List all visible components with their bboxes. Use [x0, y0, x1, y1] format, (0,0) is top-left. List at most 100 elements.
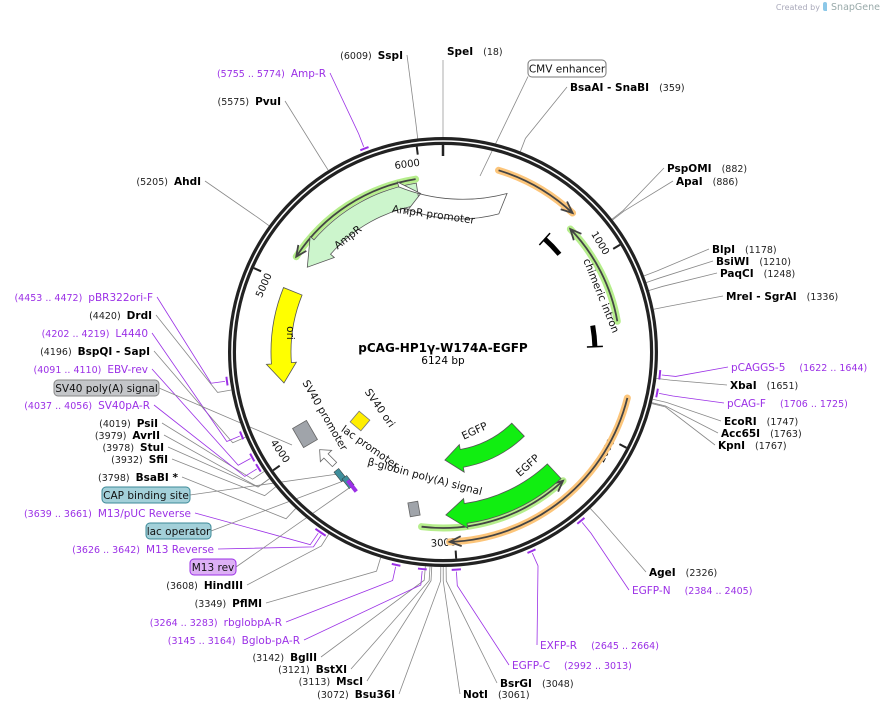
enzyme-site-label[interactable]: (3142)BglII	[252, 652, 317, 664]
enzyme-position: (1763)	[770, 429, 802, 440]
primer-label[interactable]: (4037 .. 4056)SV40pA-R	[24, 400, 150, 412]
enzyme-site-label[interactable]: PaqCI(1248)	[720, 268, 795, 280]
enzyme-site-label[interactable]: (5205)AhdI	[136, 176, 201, 188]
primer-mark	[576, 517, 586, 525]
enzyme-site-label[interactable]: KpnI(1767)	[718, 440, 787, 452]
primer-connector	[156, 296, 226, 384]
primer-connector	[329, 72, 365, 147]
enzyme-site-label[interactable]: (3932)SfiI	[111, 454, 168, 466]
enzyme-site-label[interactable]: (3979)AvrII	[95, 430, 160, 442]
enzyme-name: Acc65I	[721, 428, 760, 440]
primer-connector	[658, 393, 725, 404]
primer-range: (5755 .. 5774)	[217, 69, 285, 80]
enzyme-site-label[interactable]: (3121)BstXI	[278, 664, 347, 676]
enzyme-name: BspQI - SapI	[78, 346, 150, 358]
primer-name: EGFP-C	[512, 660, 550, 672]
enzyme-name: SpeI	[447, 46, 473, 58]
primer-label[interactable]: (3626 .. 3642)M13 Reverse	[72, 544, 214, 556]
enzyme-site-label[interactable]: (4420) DrdI	[89, 310, 152, 322]
ring-tick-label: 5000	[254, 272, 274, 300]
primer-label[interactable]: pCAGGS-5(1622 .. 1644)	[731, 362, 867, 374]
enzyme-name: SspI	[378, 50, 403, 62]
primer-connector	[153, 404, 257, 477]
enzyme-connector	[442, 566, 461, 695]
plasmid-name: pCAG-HP1γ-W174A-EGFP	[358, 341, 528, 355]
enzyme-site-label[interactable]: MreI - SgrAI(1336)	[726, 291, 838, 303]
enzyme-site-label[interactable]: (3072)Bsu36I	[317, 689, 395, 701]
enzyme-site-label[interactable]: (3113)MscI	[299, 676, 363, 688]
enzyme-name: XbaI	[730, 380, 757, 392]
primer-label[interactable]: EGFP-C(2992 .. 3013)	[512, 660, 632, 672]
primer-mark	[359, 146, 369, 152]
feature-connector	[158, 387, 293, 446]
primer-label[interactable]: (3639 .. 3661)M13/pUC Reverse	[24, 508, 191, 520]
watermark-brand: SnapGene	[831, 2, 880, 13]
watermark-prefix: Created by	[775, 3, 820, 12]
enzyme-site-label[interactable]: (5575)PvuI	[217, 96, 281, 108]
primer-name: EXFP-R	[540, 640, 577, 652]
primer-mark	[417, 567, 427, 571]
enzyme-position: (4420)	[89, 311, 121, 322]
primer-label[interactable]: EXFP-R(2645 .. 2664)	[540, 640, 659, 652]
enzyme-site-label[interactable]: ApaI(886)	[676, 176, 738, 188]
enzyme-site-label[interactable]: BsrGI(3048)	[500, 678, 574, 690]
enzyme-site-label[interactable]: (4196)BspQI - SapI	[40, 346, 150, 358]
feature-box-label[interactable]: CMV enhancer	[529, 64, 606, 76]
primer-label[interactable]: (5755 .. 5774)Amp-R	[217, 68, 326, 80]
feature-ampr-arrow	[306, 182, 421, 268]
enzyme-connector	[163, 434, 270, 488]
feature-beta-globin-polya	[407, 500, 421, 518]
enzyme-name: PsiI	[137, 418, 158, 430]
feature-box-label[interactable]: M13 rev	[192, 562, 235, 574]
enzyme-connector	[648, 272, 718, 291]
enzyme-name: BsaBI *	[136, 472, 179, 484]
enzyme-site-label[interactable]: AgeI(2326)	[649, 567, 717, 579]
enzyme-site-label[interactable]: Acc65I (1763)	[721, 428, 802, 440]
enzyme-site-label[interactable]: (3608)HindIII	[166, 580, 243, 592]
enzyme-site-label[interactable]: PspOMI(882)	[667, 163, 747, 175]
primer-label[interactable]: EGFP-N(2384 .. 2405)	[632, 585, 752, 597]
enzyme-connector	[204, 180, 270, 227]
primer-label[interactable]: (4453 .. 4472)pBR322ori-F	[14, 292, 153, 304]
enzyme-site-label[interactable]: BsaAI - SnaBI(359)	[570, 82, 685, 94]
feature-box-label[interactable]: SV40 poly(A) signal	[55, 383, 158, 395]
enzyme-position: (3113)	[299, 677, 331, 688]
enzyme-connector	[611, 167, 665, 220]
enzyme-name: BlpI	[712, 244, 735, 256]
enzyme-site-label[interactable]: (6009)SspI	[340, 50, 403, 62]
enzyme-name: DrdI	[127, 310, 152, 322]
feature-box-label[interactable]: lac operator	[147, 526, 211, 538]
feature-box-cap-binding-site	[101, 486, 191, 504]
primer-name: M13 Reverse	[146, 544, 214, 556]
feature-connector	[235, 485, 353, 568]
feature-box-label[interactable]: CAP binding site	[103, 490, 189, 502]
enzyme-position: (3142)	[252, 653, 284, 664]
primer-connector	[217, 534, 322, 550]
feature-sv40-ori	[349, 410, 371, 432]
enzyme-site-label[interactable]: (3349)PflMI	[195, 598, 262, 610]
primer-range: (2384 .. 2405)	[685, 586, 753, 597]
enzyme-site-label[interactable]: NotI(3061)	[463, 689, 530, 701]
enzyme-site-label[interactable]: (3978)StuI	[102, 442, 164, 454]
primer-name: rbglobpA-R	[224, 617, 282, 629]
enzyme-site-label[interactable]: (3798) BsaBI *	[98, 472, 178, 484]
enzyme-site-label[interactable]: BsiWI(1210)	[716, 256, 791, 268]
primer-label[interactable]: (3145 .. 3164)Bglob-pA-R	[168, 635, 300, 647]
primer-label[interactable]: (3264 .. 3283)rbglobpA-R	[150, 617, 282, 629]
primer-connector	[531, 552, 539, 646]
feature-connector	[479, 76, 529, 177]
enzyme-site-label[interactable]: BlpI(1178)	[712, 244, 777, 256]
primer-label[interactable]: (4091 .. 4110)EBV-rev	[34, 364, 149, 376]
enzyme-site-label[interactable]: XbaI(1651)	[730, 380, 798, 392]
enzyme-site-label[interactable]: SpeI(18)	[447, 46, 503, 58]
enzyme-position: (1747)	[767, 417, 799, 428]
enzyme-site-label[interactable]: EcoRI (1747)	[724, 416, 798, 428]
enzyme-site-label[interactable]: (4019)PsiI	[99, 418, 158, 430]
feature-box-m13-rev	[189, 558, 237, 576]
enzyme-position: (5205)	[136, 177, 168, 188]
enzyme-name: AgeI	[649, 567, 676, 579]
enzyme-position: (3798)	[98, 473, 130, 484]
primer-label[interactable]: pCAG-F(1706 .. 1725)	[727, 398, 848, 410]
enzyme-name: EcoRI	[724, 416, 757, 428]
primer-label[interactable]: (4202 .. 4219)L4440	[42, 328, 148, 340]
